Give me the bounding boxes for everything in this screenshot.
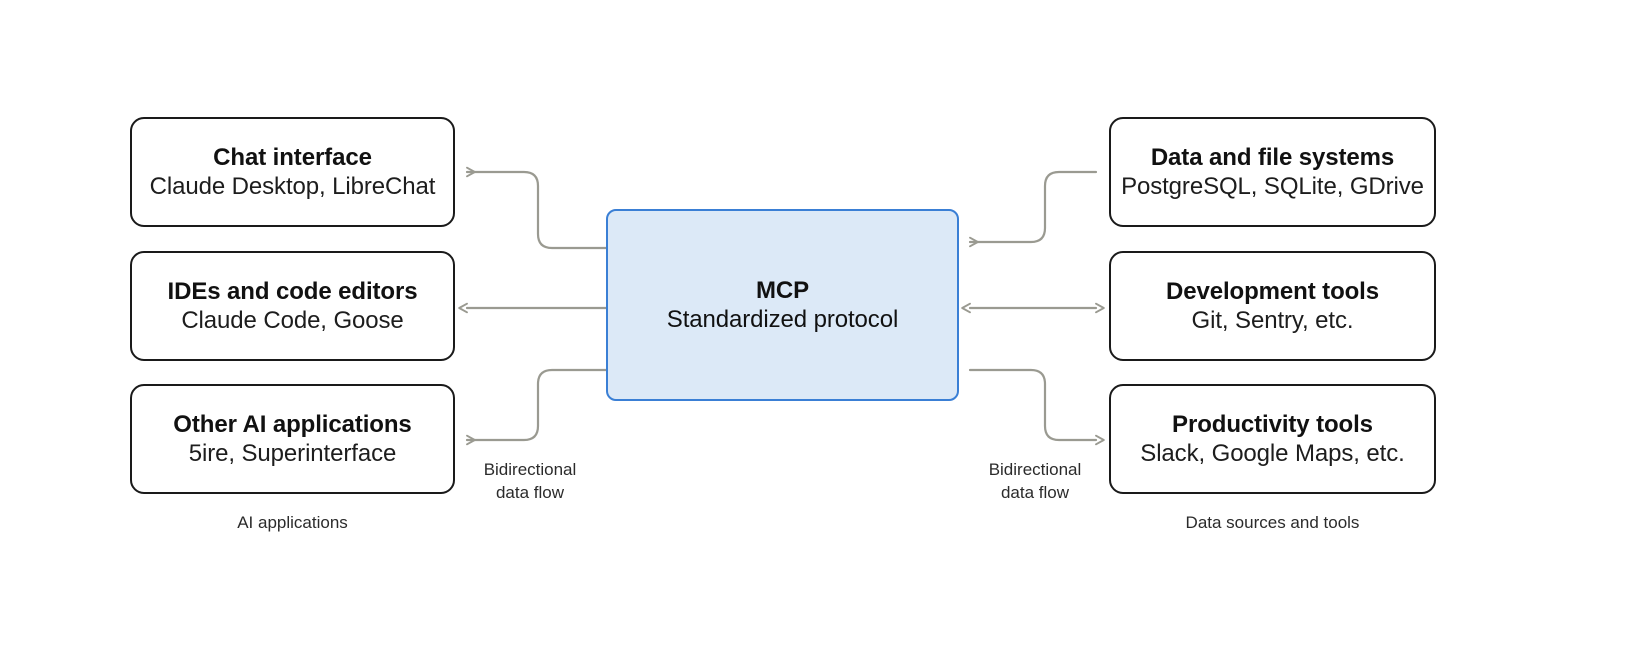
flow-label-left-line2: data flow [495, 482, 565, 502]
node-development-tools[interactable]: Development tools Git, Sentry, etc. [1109, 251, 1436, 361]
node-productivity-tools[interactable]: Productivity tools Slack, Google Maps, e… [1109, 384, 1436, 494]
flow-label-right: Bidirectional data flow [955, 459, 1115, 505]
flow-label-right-line1: Bidirectional [988, 460, 1082, 479]
node-chat-interface[interactable]: Chat interface Claude Desktop, LibreChat [130, 117, 455, 227]
node-title: Development tools [1166, 277, 1379, 305]
node-subtitle: 5ire, Superinterface [188, 440, 397, 467]
flow-label-left-line1: Bidirectional [483, 460, 577, 479]
group-caption-data-sources-and-tools: Data sources and tools [1185, 513, 1360, 532]
connector-right-bottom-to-center [968, 368, 1105, 446]
node-subtitle: Claude Desktop, LibreChat [149, 173, 436, 200]
node-mcp-protocol[interactable]: MCP Standardized protocol [606, 209, 959, 401]
node-title: Data and file systems [1150, 143, 1395, 171]
group-caption-ai-applications: AI applications [237, 513, 348, 532]
node-subtitle: Git, Sentry, etc. [1191, 307, 1354, 334]
node-title: Productivity tools [1172, 410, 1373, 438]
node-subtitle: Slack, Google Maps, etc. [1140, 440, 1405, 467]
node-other-ai-applications[interactable]: Other AI applications 5ire, Superinterfa… [130, 384, 455, 494]
node-title: Other AI applications [173, 410, 412, 438]
flow-label-left: Bidirectional data flow [450, 459, 610, 505]
node-subtitle: Claude Code, Goose [181, 307, 404, 334]
node-title: Chat interface [213, 143, 372, 171]
node-ides-and-code-editors[interactable]: IDEs and code editors Claude Code, Goose [130, 251, 455, 361]
center-node-title: MCP [755, 276, 810, 304]
connector-right-top-to-center [968, 170, 1098, 248]
node-title: IDEs and code editors [167, 277, 418, 305]
node-subtitle: PostgreSQL, SQLite, GDrive [1121, 173, 1424, 200]
flow-label-right-line2: data flow [1000, 482, 1070, 502]
node-data-and-file-systems[interactable]: Data and file systems PostgreSQL, SQLite… [1109, 117, 1436, 227]
center-node-subtitle: Standardized protocol [666, 306, 899, 333]
